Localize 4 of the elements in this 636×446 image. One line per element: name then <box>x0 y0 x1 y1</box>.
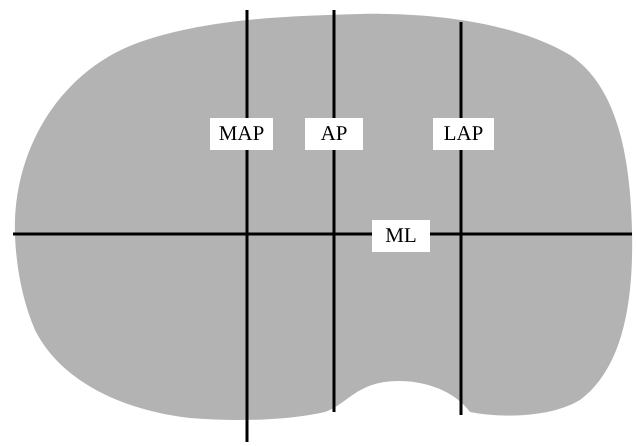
measurement-label: ML <box>372 220 430 252</box>
measurement-label: LAP <box>433 118 494 150</box>
measurement-label: MAP <box>210 118 273 150</box>
measurement-label: AP <box>305 118 363 150</box>
